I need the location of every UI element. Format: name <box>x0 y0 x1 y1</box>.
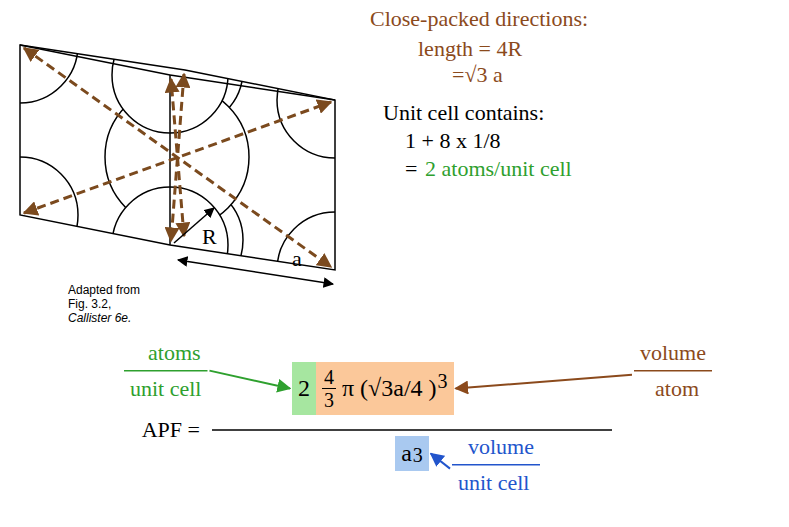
lattice-parameter-arrow <box>178 260 333 284</box>
exponent: 3 <box>413 444 423 467</box>
pointer-arrow <box>209 371 290 389</box>
cube-edges <box>20 45 335 270</box>
denominator: 3 <box>324 389 334 411</box>
fraction: 43 <box>322 366 336 411</box>
source-note: Fig. 3.2, <box>68 298 111 312</box>
result: 2 atoms/unit cell <box>425 156 572 181</box>
equation: = <box>405 156 417 181</box>
numerator: 4 <box>322 366 336 389</box>
radius-label: R <box>202 224 217 249</box>
ratio-label: atom <box>655 376 699 401</box>
pointer-arrow <box>456 375 632 389</box>
fraction-bar <box>212 429 612 431</box>
ratio-label: unit cell <box>458 470 529 495</box>
ratio-label: volume <box>640 340 706 365</box>
ratio-bar <box>634 370 712 372</box>
pointer-arrow <box>431 454 450 469</box>
formula-label: APF = <box>142 417 200 442</box>
ratio-bar <box>124 370 207 372</box>
heading: Unit cell contains: <box>383 100 544 125</box>
cell-volume-box: a3 <box>395 436 429 471</box>
ratio-label: volume <box>468 434 534 459</box>
dimension-label: a <box>292 246 302 271</box>
formula-term: a <box>401 440 412 467</box>
close-packed-direction <box>24 48 331 267</box>
source-note: Adapted from <box>68 284 140 298</box>
exponent: 3 <box>438 370 448 393</box>
equation: =√3 a <box>452 62 503 87</box>
atom-spheres <box>0 0 393 328</box>
formula-term: π (√3a/4 ) <box>342 375 437 402</box>
heading: Close-packed directions: <box>370 6 588 31</box>
ratio-bar <box>452 464 540 466</box>
source-note: Callister 6e. <box>68 312 131 326</box>
ratio-label: unit cell <box>130 376 201 401</box>
ratio-label: atoms <box>148 340 201 365</box>
atom-volume-box: 43π (√3a/4 )3 <box>316 362 454 415</box>
formula-term: 2 <box>298 375 310 402</box>
equation: 1 + 8 x 1/8 <box>405 128 501 153</box>
equation: length = 4R <box>418 36 522 61</box>
atoms-per-cell-box: 2 <box>292 362 316 415</box>
